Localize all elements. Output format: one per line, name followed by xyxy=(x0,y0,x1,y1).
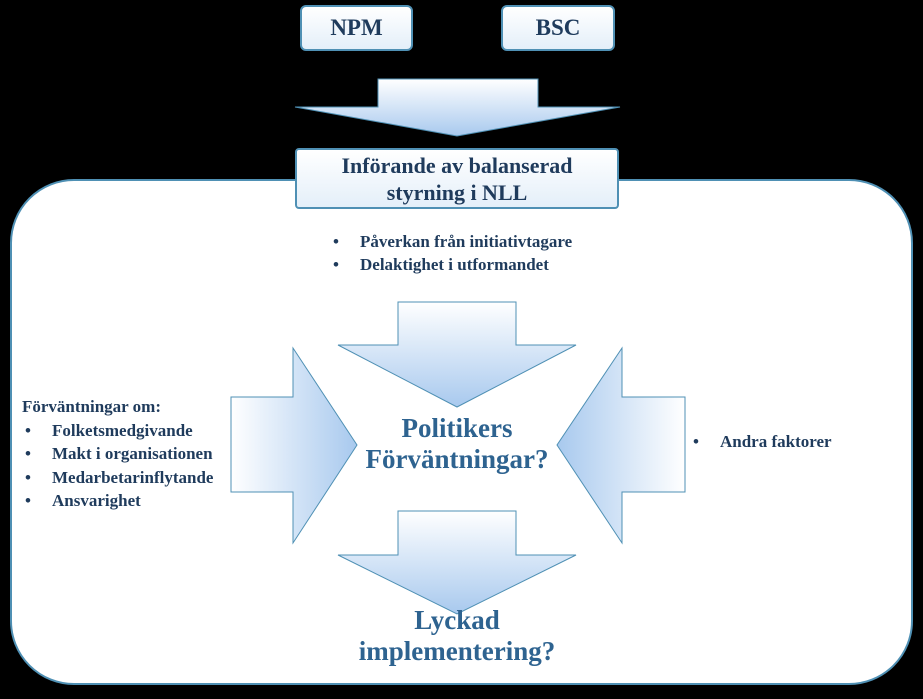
list-item: Delaktighet i utformandet xyxy=(330,253,572,276)
arrow-down-into-center xyxy=(337,301,577,408)
arrow-right-into-center xyxy=(230,346,358,545)
list-item: Medarbetarinflytande xyxy=(22,466,213,490)
left-expectations-block: Förväntningar om: Folketsmedgivande Makt… xyxy=(22,395,213,513)
arrow-left-into-center xyxy=(556,346,686,545)
right-bullet-list: Andra faktorer xyxy=(690,430,832,453)
center-line-1: Politikers xyxy=(401,413,513,443)
bsc-box: BSC xyxy=(501,5,615,51)
left-heading: Förväntningar om: xyxy=(22,397,161,416)
npm-label: NPM xyxy=(330,15,383,40)
intro-line-2: styrning i NLL xyxy=(386,179,528,205)
arrow-top-merge xyxy=(294,78,621,137)
intro-line-1: Införande av balanserad xyxy=(341,152,573,178)
left-bullet-list: Folketsmedgivande Makt i organisationen … xyxy=(22,419,213,513)
result-line-1: Lyckad xyxy=(414,605,500,635)
center-question: Politikers Förväntningar? xyxy=(327,413,587,475)
list-item: Påverkan från initiativtagare xyxy=(330,230,572,253)
list-item: Folketsmedgivande xyxy=(22,419,213,443)
npm-box: NPM xyxy=(300,5,413,51)
arrow-down-to-result xyxy=(337,510,577,615)
intro-box: Införande av balanserad styrning i NLL xyxy=(295,148,619,209)
list-item: Ansvarighet xyxy=(22,489,213,513)
list-item: Makt i organisationen xyxy=(22,442,213,466)
list-item: Andra faktorer xyxy=(690,430,832,453)
top-bullet-list: Påverkan från initiativtagare Delaktighe… xyxy=(330,230,572,276)
result-question: Lyckad implementering? xyxy=(327,605,587,667)
result-line-2: implementering? xyxy=(358,636,556,666)
center-line-2: Förväntningar? xyxy=(365,444,549,474)
bsc-label: BSC xyxy=(535,15,581,40)
